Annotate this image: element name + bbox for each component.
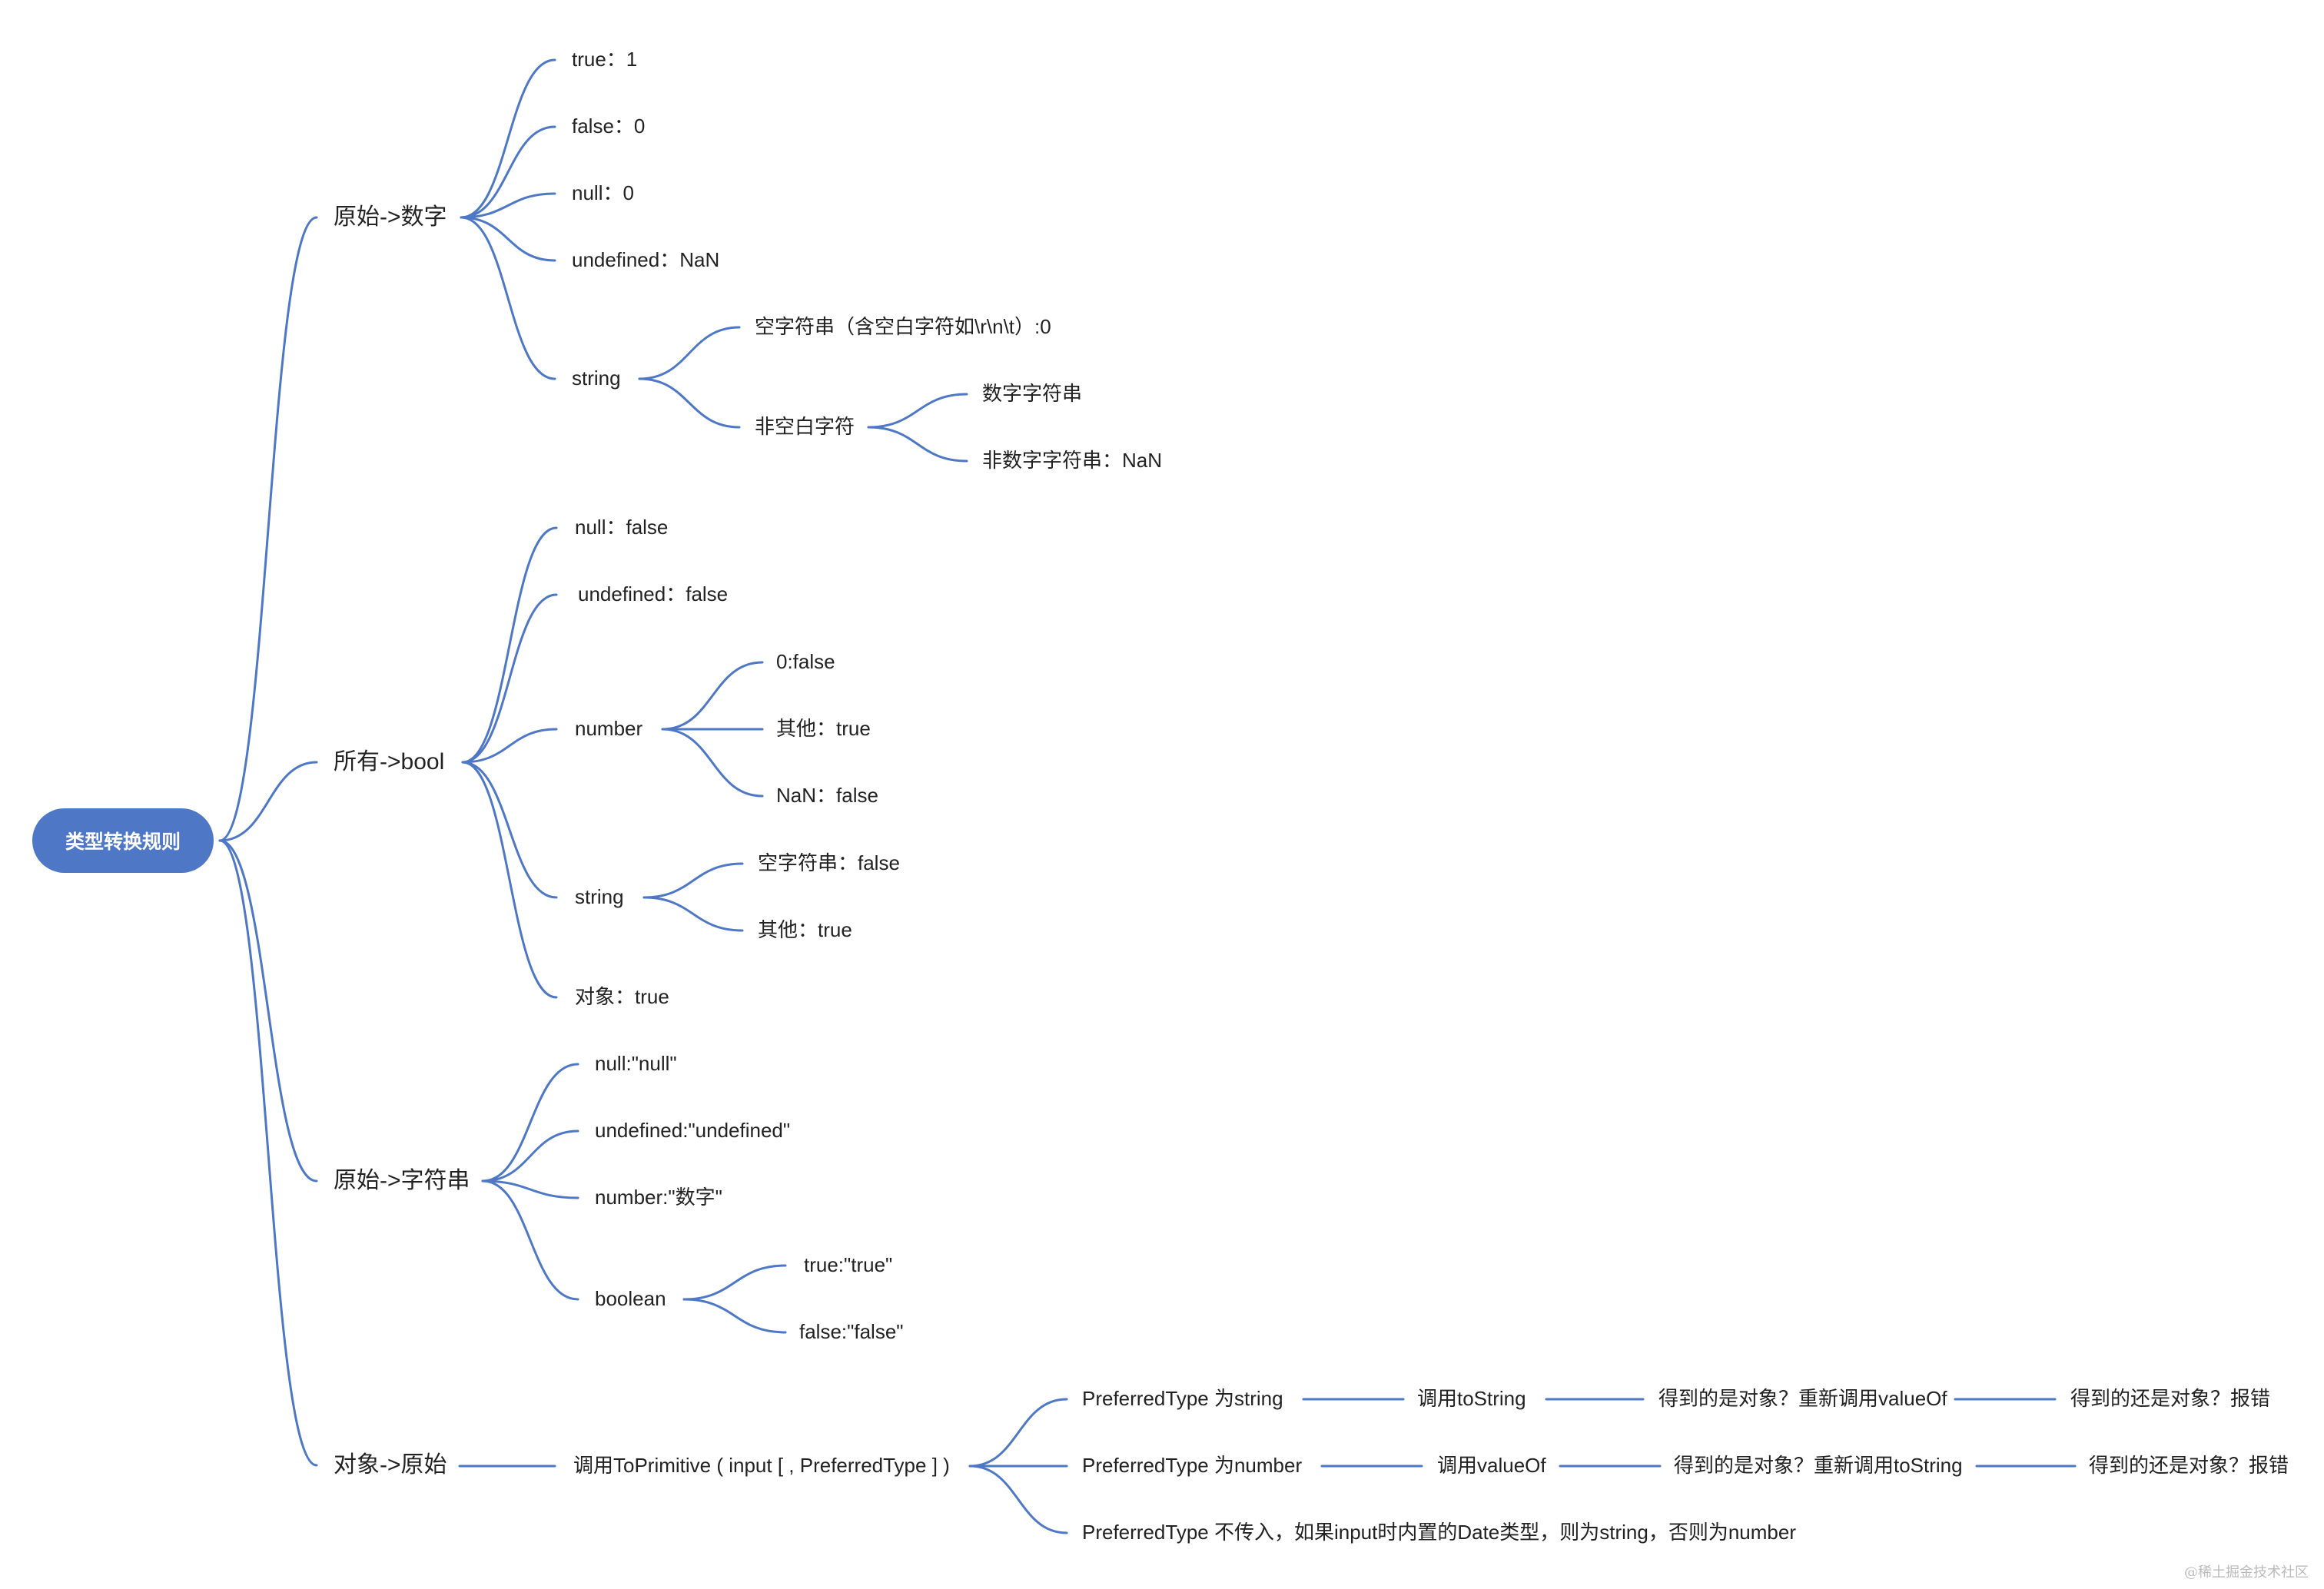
connector xyxy=(460,216,556,380)
connector xyxy=(642,896,744,932)
node-preferred-none[interactable]: PreferredType 不传入，如果input时内置的Date类型，则为st… xyxy=(1082,1521,1797,1544)
node-false-string[interactable]: false:"false" xyxy=(799,1320,904,1343)
connector xyxy=(481,1179,579,1199)
node-undefined-false[interactable]: undefined：false xyxy=(578,582,729,605)
connector xyxy=(481,1130,579,1183)
node-null-0[interactable]: null：0 xyxy=(572,181,634,204)
node-numeric-string[interactable]: 数字字符串 xyxy=(982,382,1083,405)
node-object-recall-valueof[interactable]: 得到的是对象？重新调用valueOf xyxy=(1658,1387,1947,1410)
connector xyxy=(218,761,318,842)
connector xyxy=(460,216,556,262)
connector xyxy=(460,58,556,219)
connector xyxy=(661,728,764,798)
connector xyxy=(218,216,318,842)
connector xyxy=(638,377,741,429)
node-preferred-string[interactable]: PreferredType 为string xyxy=(1082,1387,1283,1410)
root-node[interactable]: 类型转换规则 xyxy=(32,808,214,873)
node-non-numeric-string-nan[interactable]: 非数字字符串：NaN xyxy=(982,449,1163,472)
node-nan-false[interactable]: NaN：false xyxy=(776,784,878,807)
node-undefined-string[interactable]: undefined:"undefined" xyxy=(595,1119,791,1142)
branch-all-to-bool[interactable]: 所有->bool xyxy=(334,749,445,775)
node-call-tostring[interactable]: 调用toString xyxy=(1417,1387,1526,1410)
node-still-object-error-1[interactable]: 得到的还是对象？报错 xyxy=(2070,1387,2271,1410)
node-object-recall-tostring[interactable]: 得到的是对象？重新调用toString xyxy=(1674,1454,1963,1477)
connector xyxy=(682,1298,787,1334)
connector xyxy=(481,1063,579,1183)
node-other-true[interactable]: 其他：true xyxy=(776,717,871,740)
connector xyxy=(867,393,968,429)
branch-primitive-to-number[interactable]: 原始->数字 xyxy=(334,204,447,230)
connector xyxy=(661,661,764,731)
node-undefined-nan[interactable]: undefined：NaN xyxy=(572,248,720,271)
connector xyxy=(218,839,318,1183)
node-zero-false[interactable]: 0:false xyxy=(776,650,835,673)
node-null-false[interactable]: null：false xyxy=(575,516,669,539)
node-true-string[interactable]: true:"true" xyxy=(804,1253,893,1276)
connector xyxy=(461,728,558,764)
node-object-true[interactable]: 对象：true xyxy=(575,985,669,1008)
connector xyxy=(461,593,558,764)
connector xyxy=(968,1398,1068,1468)
connector xyxy=(218,839,318,1467)
connector xyxy=(481,1179,579,1301)
node-string-other-true[interactable]: 其他：true xyxy=(758,918,852,941)
connector xyxy=(968,1465,1068,1534)
node-call-toprimitive[interactable]: 调用ToPrimitive ( input [ , PreferredType … xyxy=(573,1454,950,1477)
connector xyxy=(682,1264,787,1301)
node-number[interactable]: number xyxy=(575,717,643,740)
connector xyxy=(461,761,558,899)
node-still-object-error-2[interactable]: 得到的还是对象？报错 xyxy=(2089,1454,2289,1477)
node-call-valueof[interactable]: 调用valueOf xyxy=(1437,1454,1546,1477)
node-empty-string-false[interactable]: 空字符串：false xyxy=(758,851,900,874)
watermark: @稀土掘金技术社区 xyxy=(2184,1564,2309,1581)
branch-primitive-to-string[interactable]: 原始->字符串 xyxy=(334,1168,470,1193)
connector xyxy=(460,192,556,219)
node-true-1[interactable]: true：1 xyxy=(572,48,638,71)
node-non-whitespace[interactable]: 非空白字符 xyxy=(755,415,855,438)
node-false-0[interactable]: false：0 xyxy=(572,114,646,138)
branch-object-to-primitive[interactable]: 对象->原始 xyxy=(334,1452,447,1478)
node-boolean[interactable]: boolean xyxy=(595,1287,666,1310)
node-string-bool[interactable]: string xyxy=(575,885,624,908)
connector xyxy=(638,326,741,380)
connector xyxy=(461,761,558,999)
node-preferred-number[interactable]: PreferredType 为number xyxy=(1082,1454,1303,1477)
root-label: 类型转换规则 xyxy=(65,831,181,853)
node-string[interactable]: string xyxy=(572,367,621,390)
connector xyxy=(642,862,744,899)
node-empty-string-0[interactable]: 空字符串（含空白字符如\r\n\t）:0 xyxy=(755,315,1051,338)
node-number-string[interactable]: number:"数字" xyxy=(595,1186,722,1209)
connector xyxy=(461,526,558,764)
connector xyxy=(867,426,968,463)
connector xyxy=(460,125,556,219)
node-null-string[interactable]: null:"null" xyxy=(595,1052,677,1075)
